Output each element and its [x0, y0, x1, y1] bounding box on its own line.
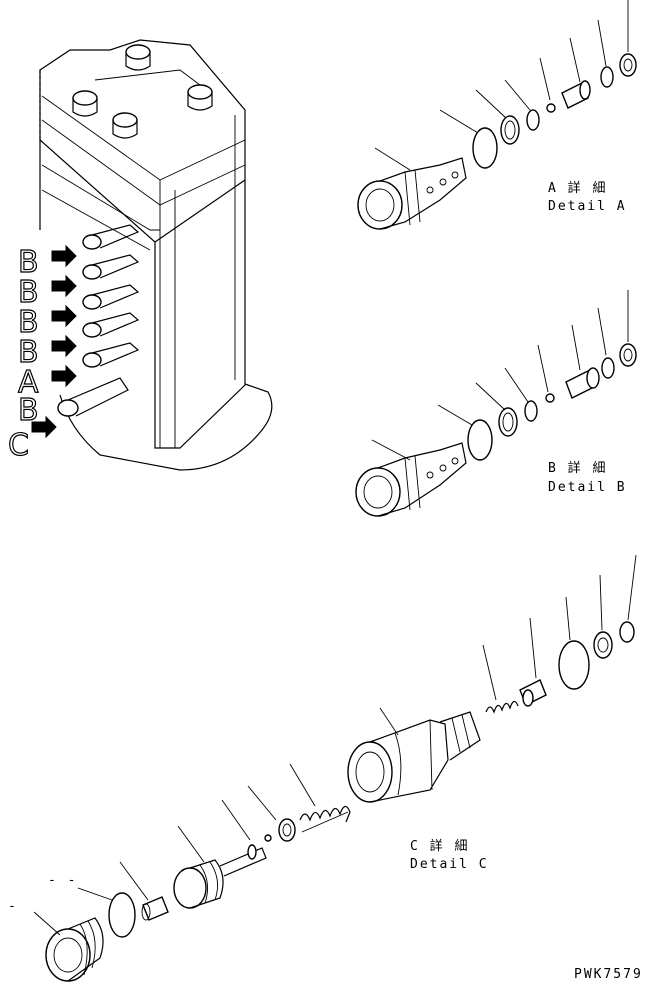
arrow-icon [51, 304, 77, 328]
drawing-code: PWK7579 [574, 967, 643, 982]
arrow-icon [51, 364, 77, 388]
callout-label: B [18, 305, 39, 340]
port-plug-3 [82, 284, 140, 310]
callout-label: B [18, 393, 39, 428]
detail-c-caption-jp: C 詳 細 [410, 838, 469, 854]
port-plug-2 [82, 254, 140, 280]
port-plug-6 [57, 377, 129, 417]
callout-label: B [18, 275, 39, 310]
callout-label: B [18, 245, 39, 280]
detail-a-caption-jp: A 詳 細 [548, 180, 607, 196]
callout-arrows [31, 244, 77, 439]
arrow-icon [51, 274, 77, 298]
detail-c-assembly [33, 554, 637, 982]
detail-b-caption-jp: B 詳 細 [548, 460, 607, 476]
dash-mark: - [8, 899, 18, 914]
port-plug-1 [82, 224, 140, 250]
port-plug-4 [82, 312, 140, 338]
detail-b-assembly [355, 290, 637, 517]
arrow-icon [51, 244, 77, 268]
callout-label: B [18, 335, 39, 370]
dash-mark: - - [48, 873, 77, 888]
detail-c-caption-en: Detail C [410, 857, 489, 872]
arrow-icon [51, 334, 77, 358]
detail-b-caption-en: Detail B [548, 480, 627, 495]
callout-label: C [8, 428, 29, 463]
port-plug-5 [82, 342, 140, 368]
arrow-icon [31, 415, 57, 439]
detail-a-assembly [357, 0, 637, 230]
detail-a-caption-en: Detail A [548, 199, 627, 214]
callout-label: A [18, 365, 39, 400]
control-valve-block [39, 39, 273, 471]
